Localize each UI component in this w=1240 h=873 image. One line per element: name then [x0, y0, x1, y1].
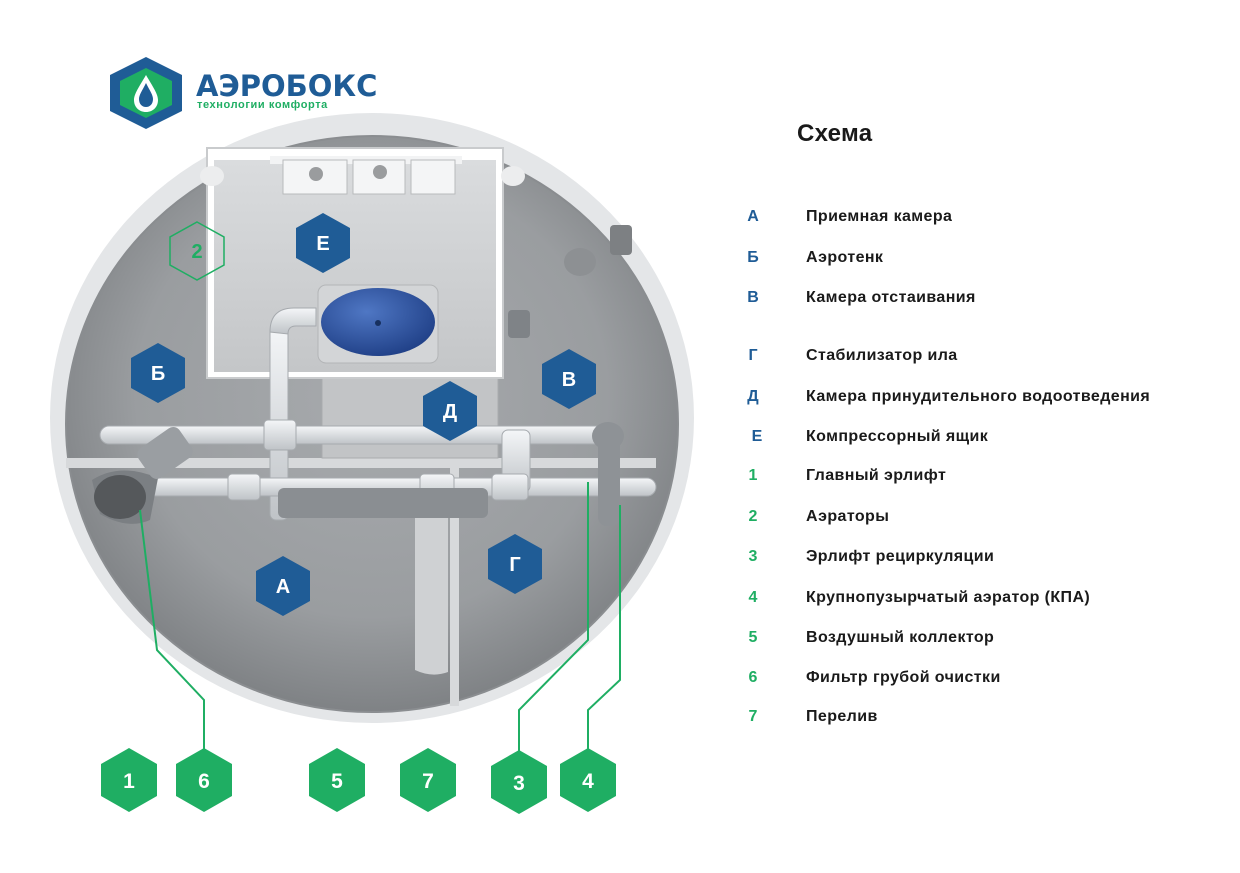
callout-badge-3: 3 — [491, 750, 547, 814]
legend-item: А Приемная камера — [740, 208, 1240, 234]
legend-item-label: Воздушный коллектор — [806, 629, 995, 646]
aerator-marker: 2 — [169, 221, 225, 281]
callout-badge-6: 6 — [176, 748, 232, 812]
brand-tagline: технологии комфорта — [197, 99, 328, 111]
legend-item: 5 Воздушный коллектор — [740, 629, 1240, 655]
legend-item-key: 2 — [748, 508, 758, 525]
legend-item-label: Крупнопузырчатый аэратор (КПА) — [806, 589, 1091, 606]
zone-badge-a: А — [256, 556, 310, 616]
legend-item-key: 3 — [748, 548, 758, 565]
leader-lines — [139, 482, 621, 760]
legend-item: Е Компрессорный ящик — [740, 428, 1240, 454]
legend-item-key: В — [747, 289, 759, 306]
callout-badge-1: 1 — [101, 748, 157, 812]
pipework — [99, 307, 657, 521]
legend-item-key: А — [747, 208, 759, 225]
callout-badge-7: 7 — [400, 748, 456, 812]
legend-item: Г Стабилизатор ила — [740, 347, 1240, 373]
svg-text:Е: Е — [316, 233, 329, 255]
legend-item-label: Эрлифт рециркуляции — [806, 548, 995, 565]
svg-text:5: 5 — [331, 770, 343, 793]
svg-text:1: 1 — [123, 770, 135, 793]
aerator-marker-label: 2 — [191, 241, 202, 263]
zone-badge-g: Г — [488, 534, 542, 594]
svg-text:А: А — [276, 576, 290, 598]
septic-tank-diagram: АЭРОБОКС технологии комфорта — [50, 57, 694, 814]
svg-text:Д: Д — [443, 401, 457, 423]
callout-badge-5: 5 — [309, 748, 365, 812]
legend-item-key: 5 — [748, 629, 758, 646]
legend-title: Схема — [797, 120, 873, 147]
legend-item: В Камера отстаивания — [740, 289, 1240, 315]
legend-item: 3 Эрлифт рециркуляции — [740, 548, 1240, 574]
svg-text:В: В — [562, 369, 576, 391]
legend-item-key: 7 — [748, 708, 758, 725]
legend-item: Б Аэротенк — [740, 249, 1240, 275]
legend-item-key: 6 — [748, 669, 758, 686]
legend-item: 6 Фильтр грубой очистки — [740, 669, 1240, 695]
callout-badge-4: 4 — [560, 748, 616, 812]
brand-logo: АЭРОБОКС технологии комфорта — [110, 57, 377, 129]
svg-text:3: 3 — [513, 772, 525, 795]
legend-item-label: Аэротенк — [806, 249, 884, 266]
zone-badge-b: Б — [131, 343, 185, 403]
svg-text:6: 6 — [198, 770, 210, 793]
legend-item-label: Камера отстаивания — [806, 289, 976, 306]
legend-item-label: Аэраторы — [806, 508, 890, 525]
legend-item-label: Перелив — [806, 708, 878, 725]
legend-item-label: Главный эрлифт — [806, 467, 947, 484]
legend-item: 4 Крупнопузырчатый аэратор (КПА) — [740, 589, 1240, 615]
svg-text:4: 4 — [582, 770, 594, 793]
compressor-box — [200, 147, 525, 379]
legend-item-label: Фильтр грубой очистки — [806, 669, 1001, 686]
svg-text:Б: Б — [151, 363, 165, 385]
legend-item-key: Д — [747, 388, 759, 405]
svg-text:Г: Г — [509, 554, 520, 576]
legend-item: 7 Перелив — [740, 708, 1240, 734]
legend-item: Д Камера принудительного водоотведения — [740, 388, 1240, 414]
legend-item-key: 4 — [748, 589, 758, 606]
legend-item-key: Е — [751, 428, 763, 445]
zone-badge-e: Е — [296, 213, 350, 273]
legend-item-label: Компрессорный ящик — [806, 428, 989, 445]
zone-badge-v: В — [542, 349, 596, 409]
legend-item-label: Приемная камера — [806, 208, 953, 225]
legend-item: 2 Аэраторы — [740, 508, 1240, 534]
svg-text:7: 7 — [422, 770, 434, 793]
brand-name: АЭРОБОКС — [196, 69, 377, 103]
legend-item-label: Камера принудительного водоотведения — [806, 388, 1151, 405]
zone-badge-d: Д — [423, 381, 477, 441]
legend-item-key: 1 — [748, 467, 758, 484]
legend-item-label: Стабилизатор ила — [806, 347, 958, 364]
legend-item-key: Г — [748, 347, 758, 364]
legend-item-key: Б — [747, 249, 759, 266]
legend-item: 1 Главный эрлифт — [740, 467, 1240, 493]
